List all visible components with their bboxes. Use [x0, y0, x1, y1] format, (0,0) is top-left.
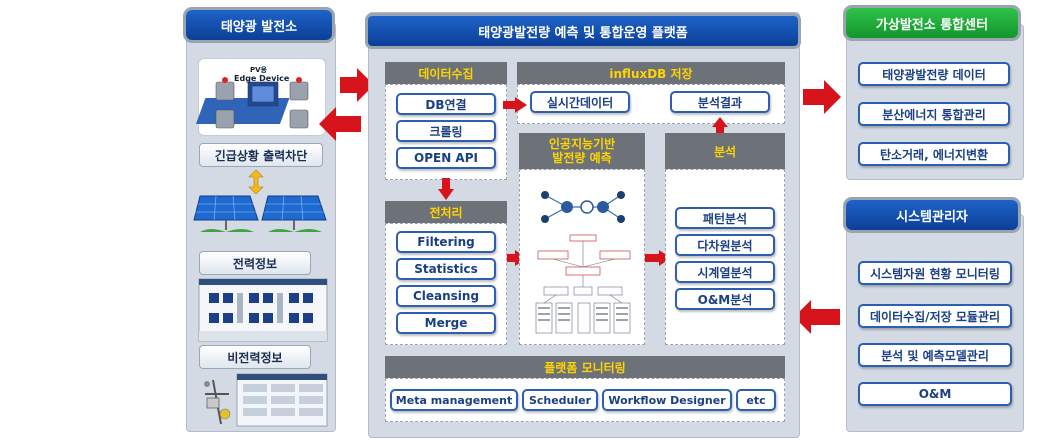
arrow-left-to-plant: [319, 107, 361, 141]
vpp-center-title: 가상발전소 통합센터: [846, 8, 1018, 38]
double-arrow-icon: [248, 169, 264, 195]
arrow-collect-to-preprocess: [438, 178, 454, 200]
om-button[interactable]: O&M: [858, 382, 1012, 406]
pattern-analysis-button[interactable]: 패턴분석: [675, 207, 775, 229]
edge-device-illustration: [195, 77, 309, 129]
crawling-button[interactable]: 크롤링: [396, 120, 496, 142]
analysis-body: [665, 169, 785, 345]
data-collection-header: 데이터수집: [385, 62, 507, 84]
etc-button[interactable]: etc: [736, 389, 776, 411]
open-api-button[interactable]: OPEN API: [396, 147, 496, 169]
ai-prediction-body: [519, 169, 645, 345]
arrow-analysis-to-result: [712, 117, 728, 137]
solar-generation-data-button[interactable]: 태양광발전량 데이터: [858, 62, 1010, 86]
power-dashboard-thumbnail: [198, 278, 328, 342]
arrow-ai-to-analysis: [645, 250, 671, 266]
emergency-cutoff-button[interactable]: 긴급상황 출력차단: [199, 143, 323, 167]
neural-network-graphic: [541, 191, 625, 223]
statistics-button[interactable]: Statistics: [396, 258, 496, 280]
power-info-button[interactable]: 전력정보: [199, 251, 311, 275]
scheduler-button[interactable]: Scheduler: [522, 389, 598, 411]
timeseries-analysis-button[interactable]: 시계열분석: [675, 261, 775, 283]
multidim-analysis-button[interactable]: 다차원분석: [675, 234, 775, 256]
workflow-flowchart-graphic: [535, 234, 631, 334]
ai-prediction-title-line1: 인공지능기반: [548, 137, 616, 151]
filtering-button[interactable]: Filtering: [396, 231, 496, 253]
influxdb-header: influxDB 저장: [517, 62, 785, 84]
om-analysis-button[interactable]: O&M분석: [675, 288, 775, 310]
workflow-designer-button[interactable]: Workflow Designer: [602, 389, 732, 411]
ai-prediction-header: 인공지능기반 발전량 예측: [519, 133, 645, 169]
nonpower-dashboard-thumbnail: [204, 373, 328, 427]
edge-device-label: PV용: [250, 66, 267, 74]
realtime-data-button[interactable]: 실시간데이터: [530, 91, 630, 113]
resource-monitoring-button[interactable]: 시스템자원 현황 모니터링: [858, 261, 1012, 285]
carbon-trading-button[interactable]: 탄소거래, 에너지변환: [858, 142, 1010, 166]
solar-plant-title: 태양광 발전소: [186, 10, 332, 40]
edge-device-sublabel: Edge Device: [234, 74, 290, 83]
merge-button[interactable]: Merge: [396, 312, 496, 334]
analysis-header: 분석: [665, 133, 785, 169]
model-management-button[interactable]: 분석 및 예측모델관리: [858, 343, 1012, 367]
solar-panel-icon: [193, 195, 327, 232]
preprocess-header: 전처리: [385, 201, 507, 223]
arrow-db-to-realtime: [503, 97, 527, 113]
analysis-result-button[interactable]: 분석결과: [670, 91, 770, 113]
system-admin-title: 시스템관리자: [846, 200, 1018, 230]
ai-prediction-title-line2: 발전량 예측: [552, 151, 612, 165]
monitoring-header: 플랫폼 모니터링: [385, 356, 785, 378]
cleansing-button[interactable]: Cleansing: [396, 285, 496, 307]
distributed-energy-button[interactable]: 분산에너지 통합관리: [858, 102, 1010, 126]
arrow-left-from-admin: [794, 300, 840, 334]
arrow-right-to-vpp: [803, 80, 841, 114]
meta-management-button[interactable]: Meta management: [390, 389, 518, 411]
arrow-right-to-platform: [340, 68, 374, 102]
platform-title: 태양광발전량 예측 및 통합운영 플랫폼: [368, 16, 798, 46]
db-connect-button[interactable]: DB연결: [396, 93, 496, 115]
module-management-button[interactable]: 데이터수집/저장 모듈관리: [858, 304, 1012, 328]
nonpower-info-button[interactable]: 비전력정보: [199, 345, 311, 369]
